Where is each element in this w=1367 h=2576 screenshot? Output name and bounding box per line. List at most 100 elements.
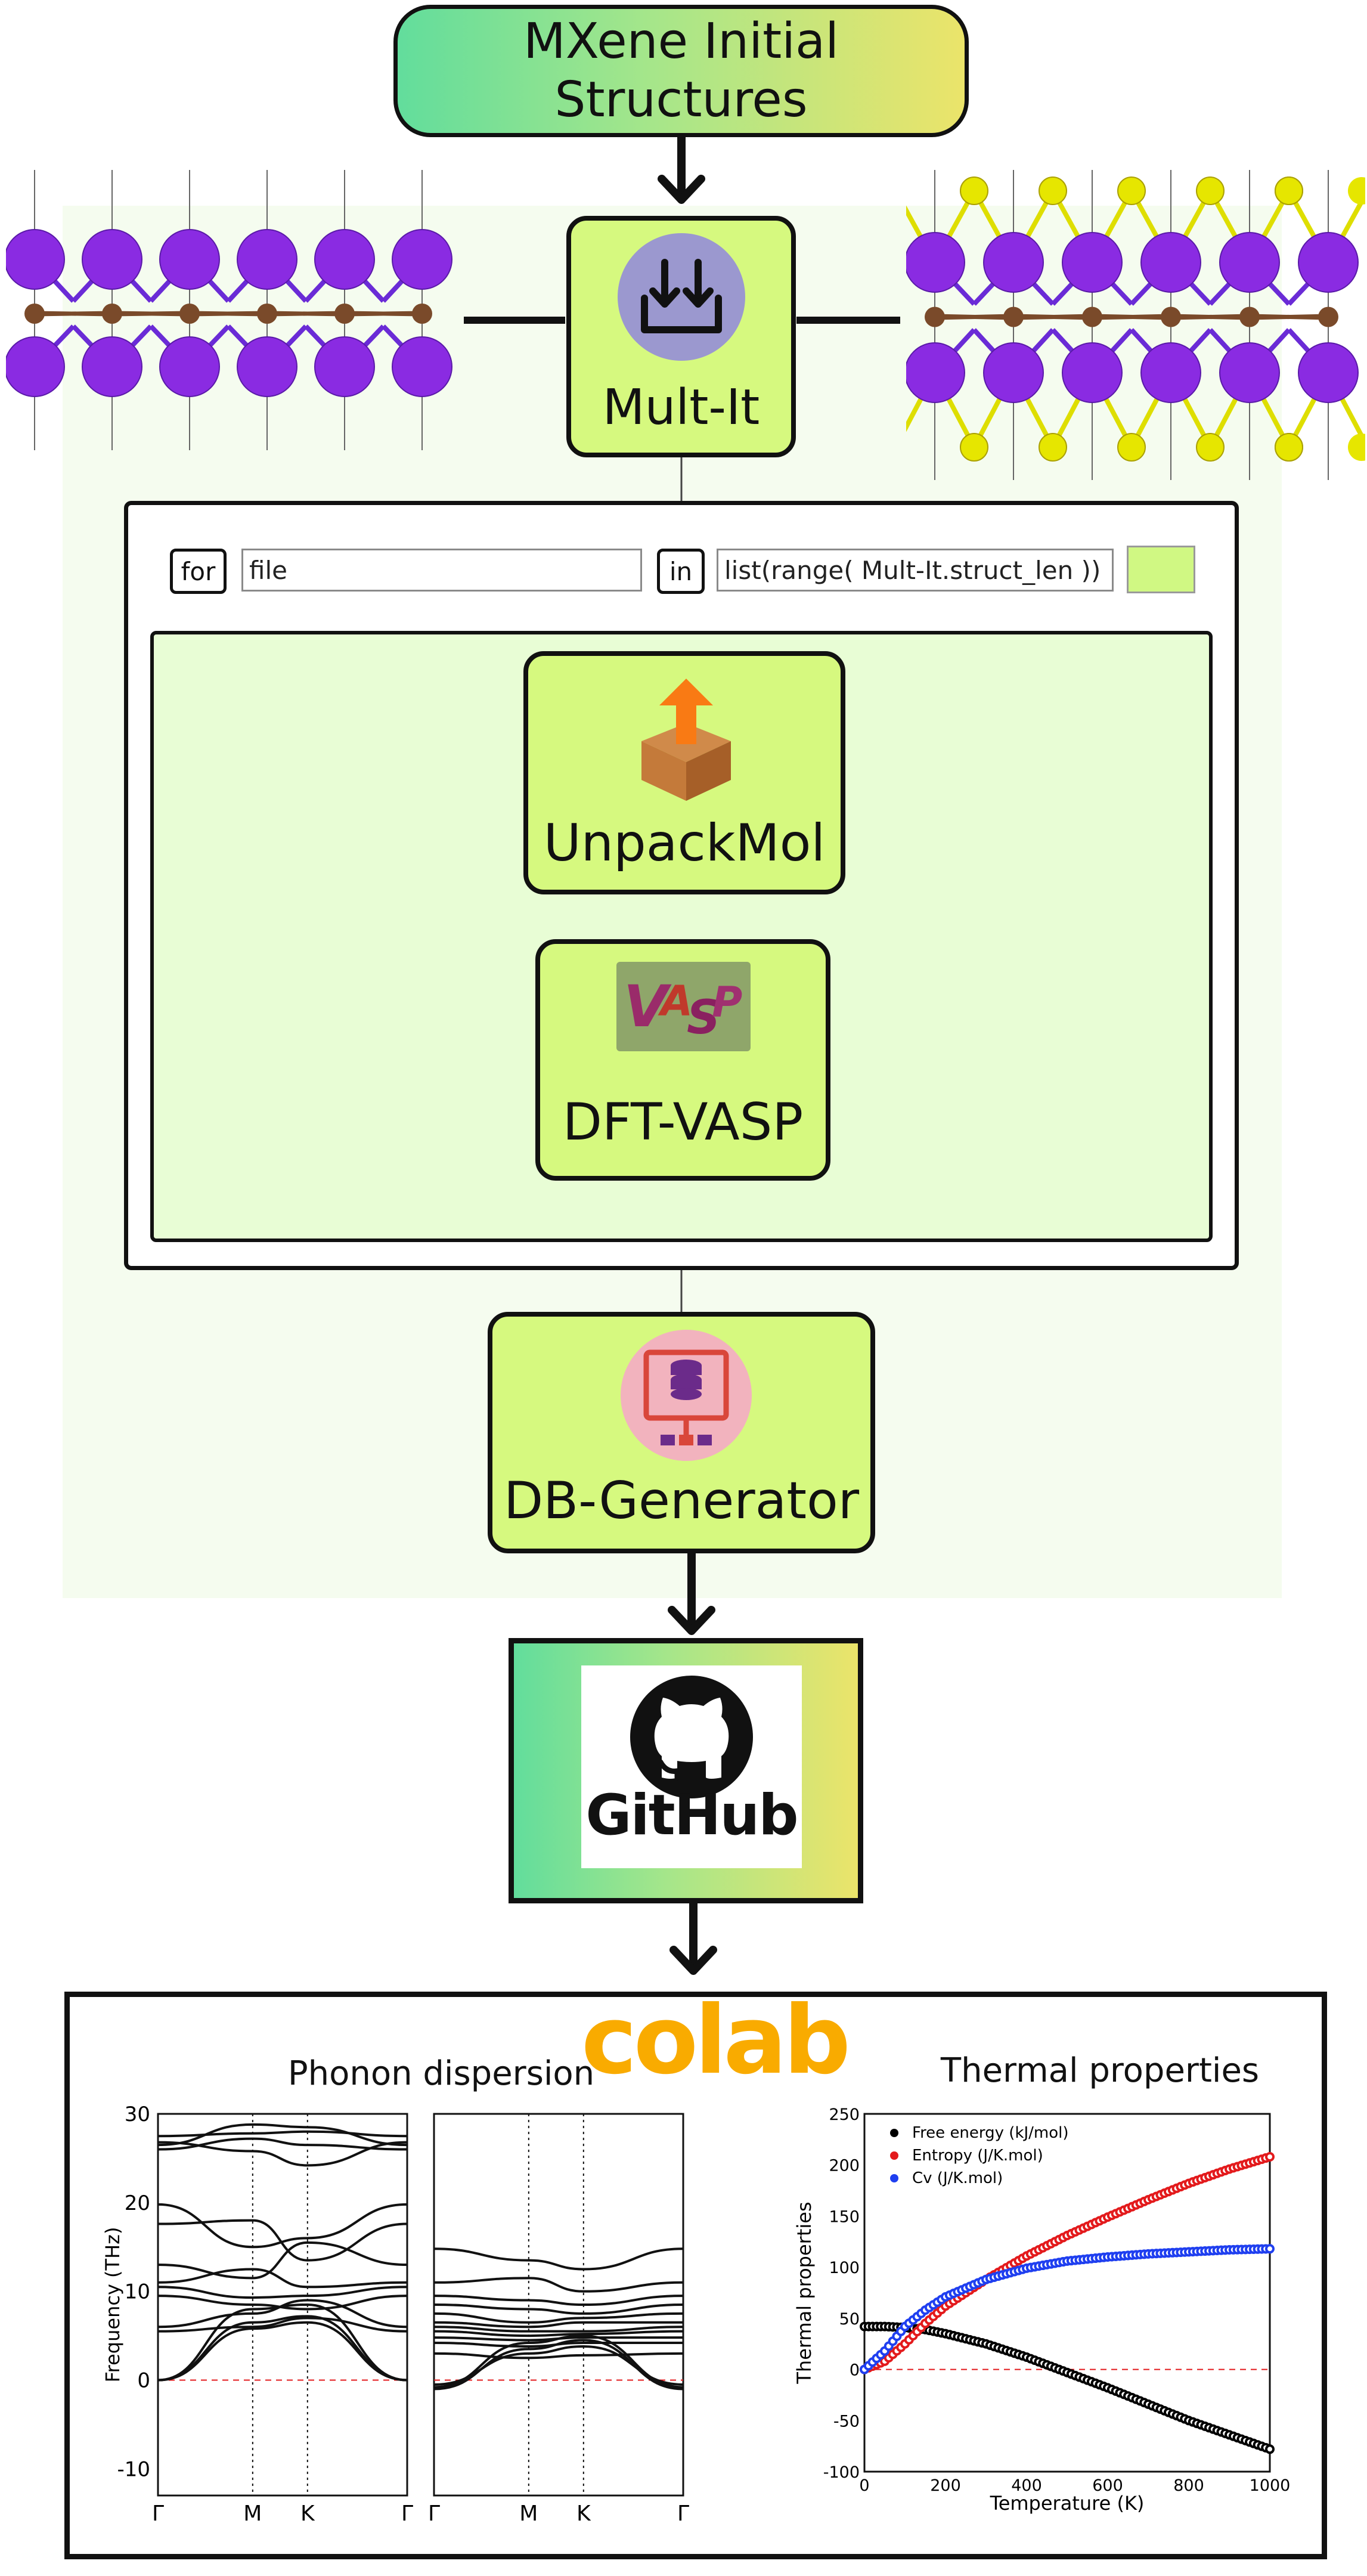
svg-text:V: V [624,973,672,1040]
metal-atom [1219,232,1280,293]
github-octocat-icon [630,1676,753,1798]
mxene-title: MXene Initial Structures [523,13,839,128]
metal-atom [82,336,142,397]
phonon-x-tick-label: K [300,2501,315,2526]
thermal-y-tick-label: 50 [839,2310,860,2329]
github-label: GitHub [585,1783,798,1848]
in-button[interactable]: in [657,549,705,594]
metal-atom [6,229,65,290]
thermal-x-tick-label: 800 [1173,2476,1204,2495]
phonon-chart-title: Phonon dispersion [287,2054,595,2093]
sulfur-atom [1039,177,1067,205]
unpackmol-node[interactable]: UnpackMol [523,651,845,894]
phonon-branch [157,2137,408,2151]
bond [1092,314,1171,320]
phonon-branch [433,2339,684,2391]
loop-run-button[interactable] [1127,546,1195,593]
thermal-x-axis-label: Temperature (K) [990,2492,1145,2515]
thermal-x-tick-label: 1000 [1250,2476,1291,2495]
phonon-x-tick-label: Γ [401,2501,413,2526]
bond [266,311,345,317]
thermal-data-point [1265,2244,1275,2254]
phonon-y-tick-label: -10 [117,2457,150,2481]
phonon-x-tick-label: M [519,2501,538,2526]
legend-marker [890,2151,898,2160]
thermal-data-point [1265,2444,1275,2454]
mxene-initial-structures-box[interactable]: MXene Initial Structures [393,5,969,137]
metal-atom [314,336,375,397]
phonon-branch [157,2286,408,2299]
for-button[interactable]: for [170,549,227,594]
carbon-atom [1161,306,1181,327]
dft-vasp-label: DFT-VASP [562,1092,804,1152]
phonon-y-axis-label: Frequency (THz) [101,2227,124,2383]
unpackmol-label: UnpackMol [543,813,826,873]
thermal-y-axis-label: Thermal properties [793,2202,816,2384]
phonon-y-tick-label: 0 [137,2369,150,2393]
phonon-branch [157,2130,408,2138]
phonon-x-tick-label: K [576,2501,591,2526]
metal-atom [1062,342,1123,403]
legend-label: Free energy (kJ/mol) [912,2124,1069,2142]
phonon-branch [157,2219,408,2262]
metal-atom [906,232,965,293]
phonon-x-tick-label: Γ [152,2501,164,2526]
colab-logo: colab [581,1986,851,2095]
metal-atom [159,336,220,397]
metal-atom [983,342,1044,403]
metal-atom [983,232,1044,293]
sulfur-atom [1348,434,1365,461]
bond [34,311,113,317]
svg-text:A: A [658,977,693,1026]
phonon-branch [157,2241,408,2280]
carbon-atom [412,304,432,324]
carbon-atom [257,304,277,324]
metal-atom [314,229,375,290]
carbon-atom [334,304,355,324]
database-generator-icon [621,1330,752,1461]
metal-atom [392,336,452,397]
dft-vasp-node[interactable]: V A S P DFT-VASP [535,939,830,1181]
bond [111,311,190,317]
thermal-y-tick-label: -50 [833,2412,860,2431]
thermal-chart-title: Thermal properties [940,2051,1260,2090]
loop-iterable-input[interactable]: list(range( Mult-It.struct_len )) [717,549,1114,592]
thermal-data-point [1265,2152,1275,2162]
open-box-upload-icon [641,679,731,801]
mxene-structure-right [906,170,1365,480]
multit-node[interactable]: Mult-It [566,216,796,457]
metal-atom [82,229,142,290]
db-generator-label: DB-Generator [503,1471,860,1531]
loop-variable-input[interactable]: file [241,549,642,592]
legend-marker [890,2129,898,2137]
thermal-x-tick-label: 400 [1011,2476,1042,2495]
legend-label: Entropy (J/K.mol) [912,2147,1043,2165]
sulfur-atom [1196,433,1225,462]
sulfur-atom [1275,177,1303,205]
bond [934,314,1014,320]
phonon-y-tick-label: 20 [125,2191,150,2215]
svg-text:P: P [712,978,742,1027]
thermal-y-tick-label: 250 [829,2106,860,2124]
db-generator-node[interactable]: DB-Generator [488,1312,875,1553]
metal-atom [1140,342,1201,403]
carbon-atom [1003,306,1024,327]
thermal-x-tick-label: 0 [859,2476,869,2495]
arrow-mxene-to-multit [658,133,705,204]
carbon-atom [24,304,45,324]
bond [189,311,268,317]
sulfur-atom [960,433,988,462]
phonon-x-tick-label: Γ [428,2501,440,2526]
legend-marker [890,2174,898,2182]
metal-atom [159,229,220,290]
phonon-branch [433,2330,684,2337]
svg-text:S: S [687,991,720,1045]
phonon-x-tick-label: M [243,2501,262,2526]
phonon-branch [157,2141,408,2167]
phonon-panel-frame [157,2113,408,2497]
thermal-x-tick-label: 600 [1092,2476,1123,2495]
thermal-y-tick-label: -100 [823,2463,860,2482]
sulfur-atom [1348,177,1365,205]
